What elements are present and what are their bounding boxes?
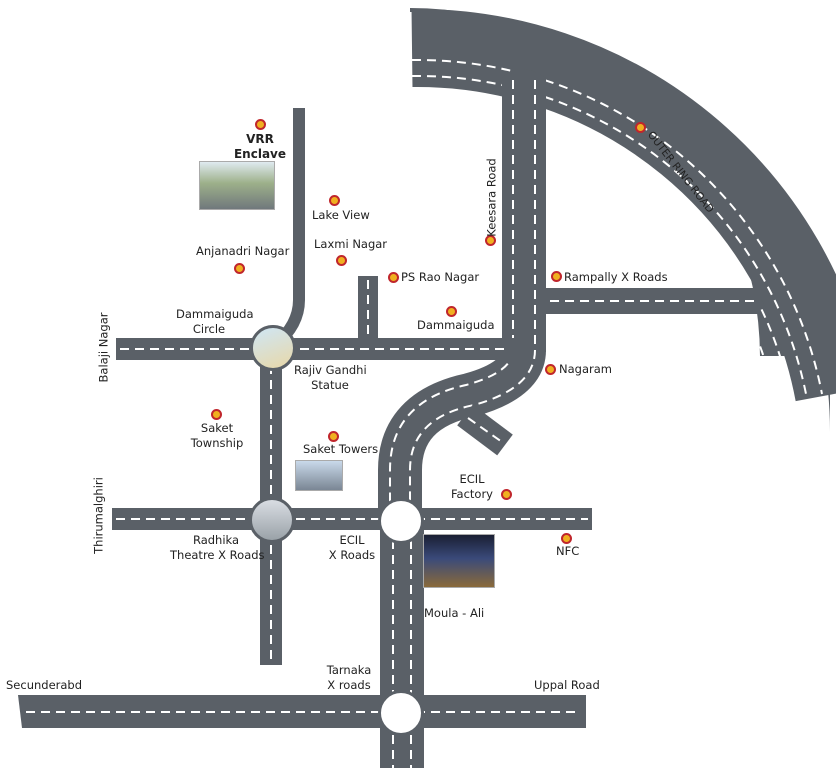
rajiv-gandhi-label-2: Statue [311, 378, 349, 392]
pin-icon [551, 271, 562, 282]
rajiv-gandhi-label-1: Rajiv Gandhi [294, 363, 367, 377]
dammaiguda-circle-photo [250, 325, 296, 371]
keesara-road [502, 72, 546, 352]
ecil-x-roads-label-1: ECIL [339, 533, 365, 547]
nagaram-label: Nagaram [559, 362, 612, 376]
pin-icon [485, 235, 496, 246]
enclave-label: Enclave [233, 147, 287, 161]
pin-icon [635, 122, 646, 133]
pin-icon [255, 119, 266, 130]
vrr-enclave-label: VRR Enclave [232, 132, 288, 162]
anjanadri-nagar-label: Anjanadri Nagar [196, 244, 290, 258]
tarnaka-label: Tarnaka X roads [322, 663, 376, 693]
dammaiguda-circle-label-2: Circle [192, 322, 226, 336]
dammaiguda-circle-label-1: Dammaiguda [176, 307, 254, 321]
keesara-road-label: Keesara Road [484, 158, 499, 237]
ecil-factory-label-2: Factory [450, 487, 493, 501]
tarnaka-roundabout [378, 690, 424, 736]
radhika-circle-photo [249, 497, 295, 543]
moula-ali-photo [423, 534, 495, 588]
pin-icon [211, 409, 222, 420]
saket-township-label-1: Saket [200, 421, 234, 435]
ps-rao-nagar-label: PS Rao Nagar [401, 270, 480, 284]
saket-towers-photo [295, 460, 343, 491]
pin-icon [329, 195, 340, 206]
tarnaka-label-2: X roads [327, 678, 371, 692]
laxmi-nagar-label: Laxmi Nagar [314, 237, 388, 251]
pin-icon [234, 263, 245, 274]
thirumalghiri-label: Thirumalghiri [91, 477, 106, 554]
saket-township-label: Saket Township [188, 421, 246, 451]
pin-icon [501, 489, 512, 500]
pin-icon [446, 306, 457, 317]
balaji-nagar-label: Balaji Nagar [96, 312, 111, 383]
ecil-road [112, 508, 592, 530]
tarnaka-label-1: Tarnaka [326, 663, 372, 677]
radhika-label-2: Theatre X Roads [170, 548, 265, 562]
ecil-factory-label-1: ECIL [459, 472, 485, 486]
rampally-road [546, 288, 760, 314]
nfc-label: NFC [556, 544, 580, 558]
ecil-factory-label: ECIL Factory [448, 472, 496, 502]
saket-township-label-2: Township [190, 436, 244, 450]
dammaiguda-circle-label: Dammaiguda Circle [176, 307, 254, 337]
dammaiguda-label: Dammaiguda [417, 318, 495, 332]
radhika-label: Radhika Theatre X Roads [170, 533, 265, 563]
pin-icon [561, 533, 572, 544]
pin-icon [328, 431, 339, 442]
pin-icon [388, 272, 399, 283]
ecil-x-roads-label-2: X Roads [328, 548, 376, 562]
secunderabad-label: Secunderabd [6, 678, 83, 692]
ecil-roundabout [378, 498, 424, 544]
rampally-label: Rampally X Roads [564, 270, 668, 284]
rajiv-gandhi-label: Rajiv Gandhi Statue [294, 363, 367, 393]
saket-towers-label: Saket Towers [303, 442, 379, 456]
uppal-road-label: Uppal Road [534, 678, 600, 692]
moula-ali-label: Moula - Ali [424, 606, 485, 620]
pin-icon [545, 364, 556, 375]
pin-icon [336, 255, 347, 266]
lake-view-label: Lake View [312, 208, 370, 222]
vrr-label: VRR [246, 132, 274, 146]
vrr-enclave-photo [199, 161, 275, 210]
ecil-x-roads-label: ECIL X Roads [326, 533, 378, 563]
radhika-label-1: Radhika [192, 533, 240, 547]
